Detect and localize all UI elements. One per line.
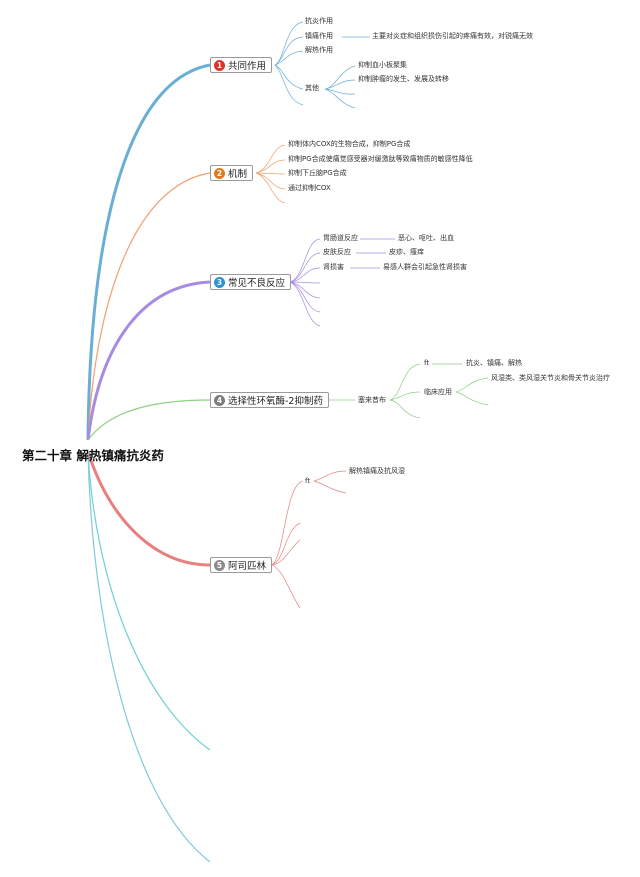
leaf-other[interactable]: 其他 [305,84,319,92]
leaf-gi-reaction[interactable]: 胃肠道反应 [323,234,358,242]
topic-label: 共同作用 [228,61,267,72]
leaf-mechanism-2[interactable]: 抑制PG合成使痛觉感受器对缓激肽等致痛物质的敏感性降低 [288,155,473,163]
number-badge-3: 3 [214,276,225,288]
topic-label: 常见不良反应 [228,278,286,289]
connectors-branch-3-children [289,238,395,327]
leaf-kidney-damage[interactable]: 肾损害 [323,263,344,271]
connector-branch-7 [87,451,211,863]
leaf-mechanism-4[interactable]: 通过抑制COX [288,184,331,192]
leaf-celecoxib[interactable]: 塞来昔布 [358,396,386,404]
connectors-branch-5-children [271,470,347,609]
leaf-skin-detail[interactable]: 皮疹、瘙痒 [389,248,424,256]
leaf-aspirin-ft[interactable]: ft [305,477,311,485]
connectors-branch-1-children [274,21,370,109]
topic-label: 阿司匹林 [228,561,267,572]
connector-branch-6 [87,451,211,751]
topic-adverse-reactions[interactable]: 3 常见不良反应 [210,274,292,290]
connector-branch-2 [87,172,211,441]
leaf-mechanism-1[interactable]: 抑制体内COX的生物合成，抑制PG合成 [288,140,411,148]
leaf-gi-detail[interactable]: 恶心、呕吐、出血 [398,234,454,242]
number-badge-2: 2 [214,167,225,179]
topic-common-effects[interactable]: 1 共同作用 [210,57,273,73]
connectors-branch-2-children [255,144,286,204]
root-topic[interactable]: 第二十章 解热镇痛抗炎药 [22,448,164,463]
leaf-mechanism-3[interactable]: 抑制下丘脑PG合成 [288,169,347,177]
topic-cox2-inhibitors[interactable]: 4 选择性环氧酶-2抑制药 [210,392,329,408]
leaf-analgesic-detail[interactable]: 主要对炎症和组织损伤引起的疼痛有效，对锐痛无效 [372,32,533,40]
connector-branch-4 [87,399,211,441]
leaf-analgesic[interactable]: 镇痛作用 [305,32,333,40]
connector-branch-1 [86,63,211,441]
leaf-antipyretic[interactable]: 解热作用 [305,46,333,54]
leaf-tumor[interactable]: 抑制肿瘤的发生、发展及转移 [358,75,449,83]
leaf-clinical-use[interactable]: 临床应用 [424,388,452,396]
leaf-ft[interactable]: ft [424,359,430,367]
number-badge-4: 4 [214,394,225,406]
number-badge-1: 1 [214,59,225,71]
leaf-platelet[interactable]: 抑制血小板聚集 [358,61,407,69]
leaf-clinical-detail[interactable]: 风湿类、类风湿关节炎和骨关节炎治疗 [491,374,610,382]
connectors-branch-4-children [327,363,489,419]
topic-mechanism[interactable]: 2 机制 [210,165,254,181]
leaf-ft-detail[interactable]: 抗炎、镇痛、解热 [466,359,522,367]
leaf-anti-inflammatory[interactable]: 抗炎作用 [305,17,333,25]
topic-label: 选择性环氧酶-2抑制药 [228,396,323,407]
connector-branch-3 [86,280,211,441]
topic-label: 机制 [228,169,248,180]
topic-aspirin[interactable]: 5 阿司匹林 [210,557,273,573]
leaf-kidney-detail[interactable]: 易感人群会引起急性肾损害 [383,263,467,271]
connector-branch-5 [86,451,211,567]
leaf-skin-reaction[interactable]: 皮肤反应 [323,248,351,256]
leaf-aspirin-detail[interactable]: 解热镇痛及抗风湿 [349,467,405,475]
number-badge-5: 5 [214,559,225,571]
